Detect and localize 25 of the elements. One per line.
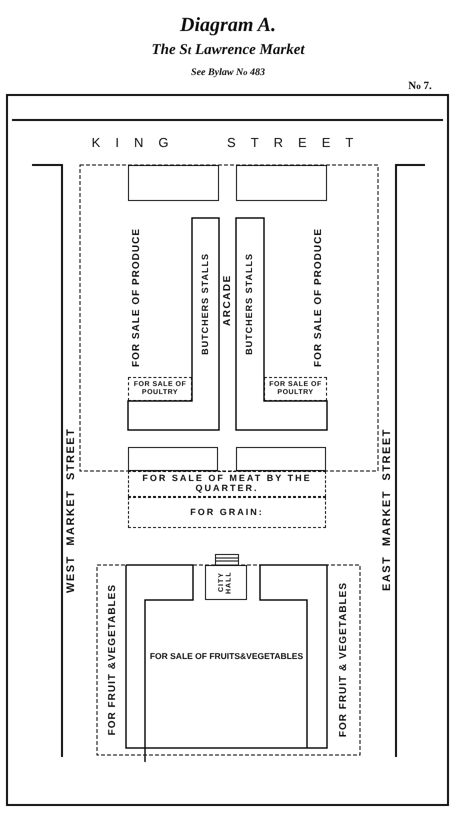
area-label: FOR SALE OF PRODUCE (313, 228, 324, 367)
poultry-area (128, 377, 192, 401)
title: Diagram A. (178, 14, 277, 37)
area-label: FOR SALE OF PRODUCE (131, 228, 142, 367)
area-label: FOR GRAIN: (189, 508, 265, 518)
area-label: ARCADE (221, 273, 234, 328)
poultry-area (264, 377, 327, 401)
market-block (128, 447, 218, 471)
area-label: FOR FRUIT &VEGETABLES (106, 584, 118, 736)
market-block (236, 447, 326, 471)
market-hall-block (126, 565, 327, 748)
market-block (236, 165, 327, 201)
area-label: FOR FRUIT & VEGETABLES (338, 582, 348, 738)
meat-area (128, 471, 326, 497)
area-label: BUTCHERS STALLS (200, 253, 210, 355)
street-name: WEST MARKET STREET (64, 426, 78, 595)
street-name: KING STREET (90, 134, 370, 152)
area-label: FOR SALE OF FRUITS&VEGETABLES (150, 652, 304, 662)
area-label: BUTCHERS STALLS (244, 253, 254, 355)
butchers-stalls-block (236, 218, 327, 430)
street-name: EAST MARKET STREET (380, 428, 394, 594)
butchers-stalls-block (128, 218, 219, 430)
grain-area (128, 497, 326, 528)
area-label: FOR SALE OF MEAT BY THE QUARTER. (142, 474, 312, 494)
market-block (128, 165, 219, 201)
